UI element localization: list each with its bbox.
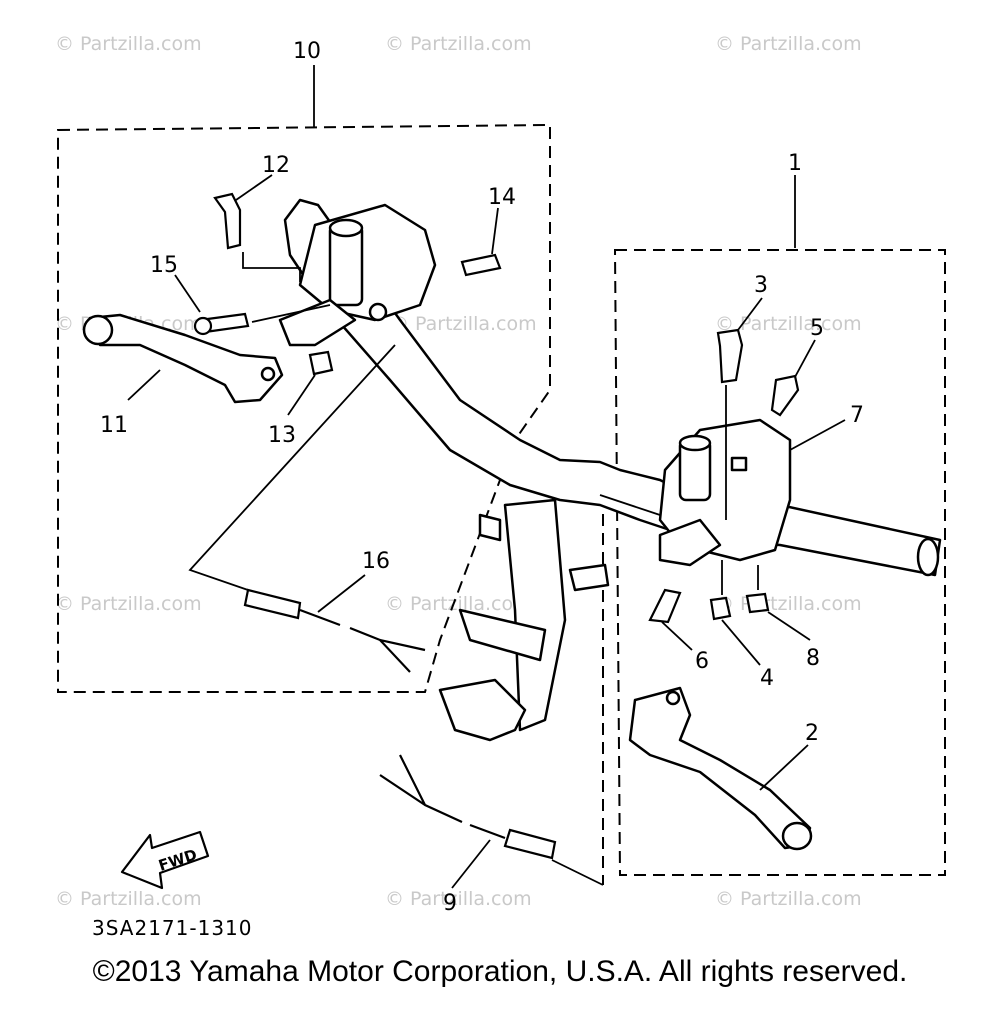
watermark: © Partzilla.com [385, 888, 532, 910]
watermark: © Partzilla.com [55, 888, 202, 910]
switch-wires [379, 754, 506, 840]
leader-12 [235, 174, 273, 201]
callout-16: 16 [362, 549, 390, 574]
frame-tab [568, 563, 610, 592]
left-lever-holder [278, 203, 437, 347]
left-lever [82, 313, 284, 404]
lever-pivot [260, 366, 276, 382]
leader-lines [127, 65, 846, 889]
callout-10: 10 [293, 39, 321, 64]
guide-15 [251, 304, 331, 323]
callout-2: 2 [805, 721, 819, 746]
watermark: © Partzilla.com [385, 33, 532, 55]
holder-window [730, 456, 748, 472]
leader-11 [127, 369, 161, 401]
fork-bracket [438, 678, 527, 742]
leader-15 [174, 274, 201, 313]
callout-15: 15 [150, 253, 178, 278]
watermark: © Partzilla.com [715, 888, 862, 910]
switch-body [243, 588, 302, 620]
guide-9 [599, 494, 661, 516]
bolt-6 [648, 588, 682, 624]
callout-1: 1 [788, 151, 802, 176]
right-assembly-box [613, 249, 946, 876]
callout-4: 4 [760, 666, 774, 691]
guide-lines [188, 252, 759, 886]
leader-13 [287, 374, 316, 416]
lever-arm [88, 313, 284, 404]
assembly-boxes [57, 123, 946, 885]
holder-bracket [278, 298, 357, 347]
leader-5 [794, 339, 816, 378]
watermark: © Partzilla.com [55, 593, 202, 615]
nut-4 [709, 596, 732, 621]
handlebar-end [916, 537, 940, 577]
column-clamp [458, 608, 547, 662]
left-assembly-box [57, 123, 551, 693]
copyright-notice: ©2013 Yamaha Motor Corporation, U.S.A. A… [92, 955, 908, 988]
callout-11: 11 [100, 413, 128, 438]
lever-tip [781, 821, 813, 851]
fwd-arrow-icon [120, 830, 210, 890]
holder-boss-top [328, 218, 364, 238]
callout-7: 7 [850, 403, 864, 428]
bolt-14 [460, 253, 502, 277]
leader-3 [737, 297, 763, 331]
guide-16 [188, 344, 396, 591]
right-lever-holder [658, 418, 792, 567]
leader-4 [721, 619, 761, 666]
leader-14 [491, 207, 499, 255]
lever-pivot [665, 690, 681, 706]
leader-16 [317, 574, 366, 613]
callout-14: 14 [488, 185, 516, 210]
leader-9 [451, 839, 491, 889]
callout-12: 12 [262, 153, 290, 178]
switch-9 [379, 754, 557, 860]
fork-assembly [438, 498, 610, 742]
right-lever [628, 686, 813, 851]
frame-boss [478, 513, 502, 542]
callout-9: 9 [443, 891, 457, 916]
watermark: © Partzilla.com [390, 313, 537, 335]
leader-2 [759, 744, 809, 791]
switch-16 [243, 588, 426, 673]
pivot-hole [368, 302, 388, 322]
callout-13: 13 [268, 423, 296, 448]
holder-bracket [658, 518, 722, 567]
watermark: © Partzilla.com [715, 33, 862, 55]
nut-13 [308, 350, 334, 376]
left-hardware [193, 192, 502, 376]
callouts: 10 12 14 15 11 13 16 1 3 5 7 6 4 8 2 9 [100, 39, 864, 916]
callout-3: 3 [754, 273, 768, 298]
part-code: 3SA2171-1310 [92, 916, 253, 940]
bolt-15-head [193, 316, 213, 336]
callout-5: 5 [810, 316, 824, 341]
leader-6 [661, 621, 693, 651]
callout-6: 6 [695, 649, 709, 674]
switch-wires [299, 608, 426, 673]
steering-column [503, 498, 567, 732]
fwd-arrow: FWD [120, 830, 210, 890]
watermark: © Partzilla.com [385, 593, 532, 615]
lever-tip [82, 314, 114, 346]
bolt-12 [213, 192, 242, 250]
right-hardware [648, 328, 800, 624]
guide-12 [242, 252, 301, 282]
bolt-8 [745, 592, 770, 614]
holder-boss-top [678, 434, 712, 452]
guide-9b [551, 859, 604, 886]
switch-body [503, 828, 557, 860]
bolt-5 [770, 374, 800, 417]
leader-7 [789, 419, 846, 451]
callout-8: 8 [806, 646, 820, 671]
watermark: © Partzilla.com [55, 33, 202, 55]
bolt-3 [716, 328, 744, 384]
watermark: © Partzilla.com [715, 593, 862, 615]
leader-8 [767, 611, 811, 641]
watermark: © Partzilla.com [715, 313, 862, 335]
